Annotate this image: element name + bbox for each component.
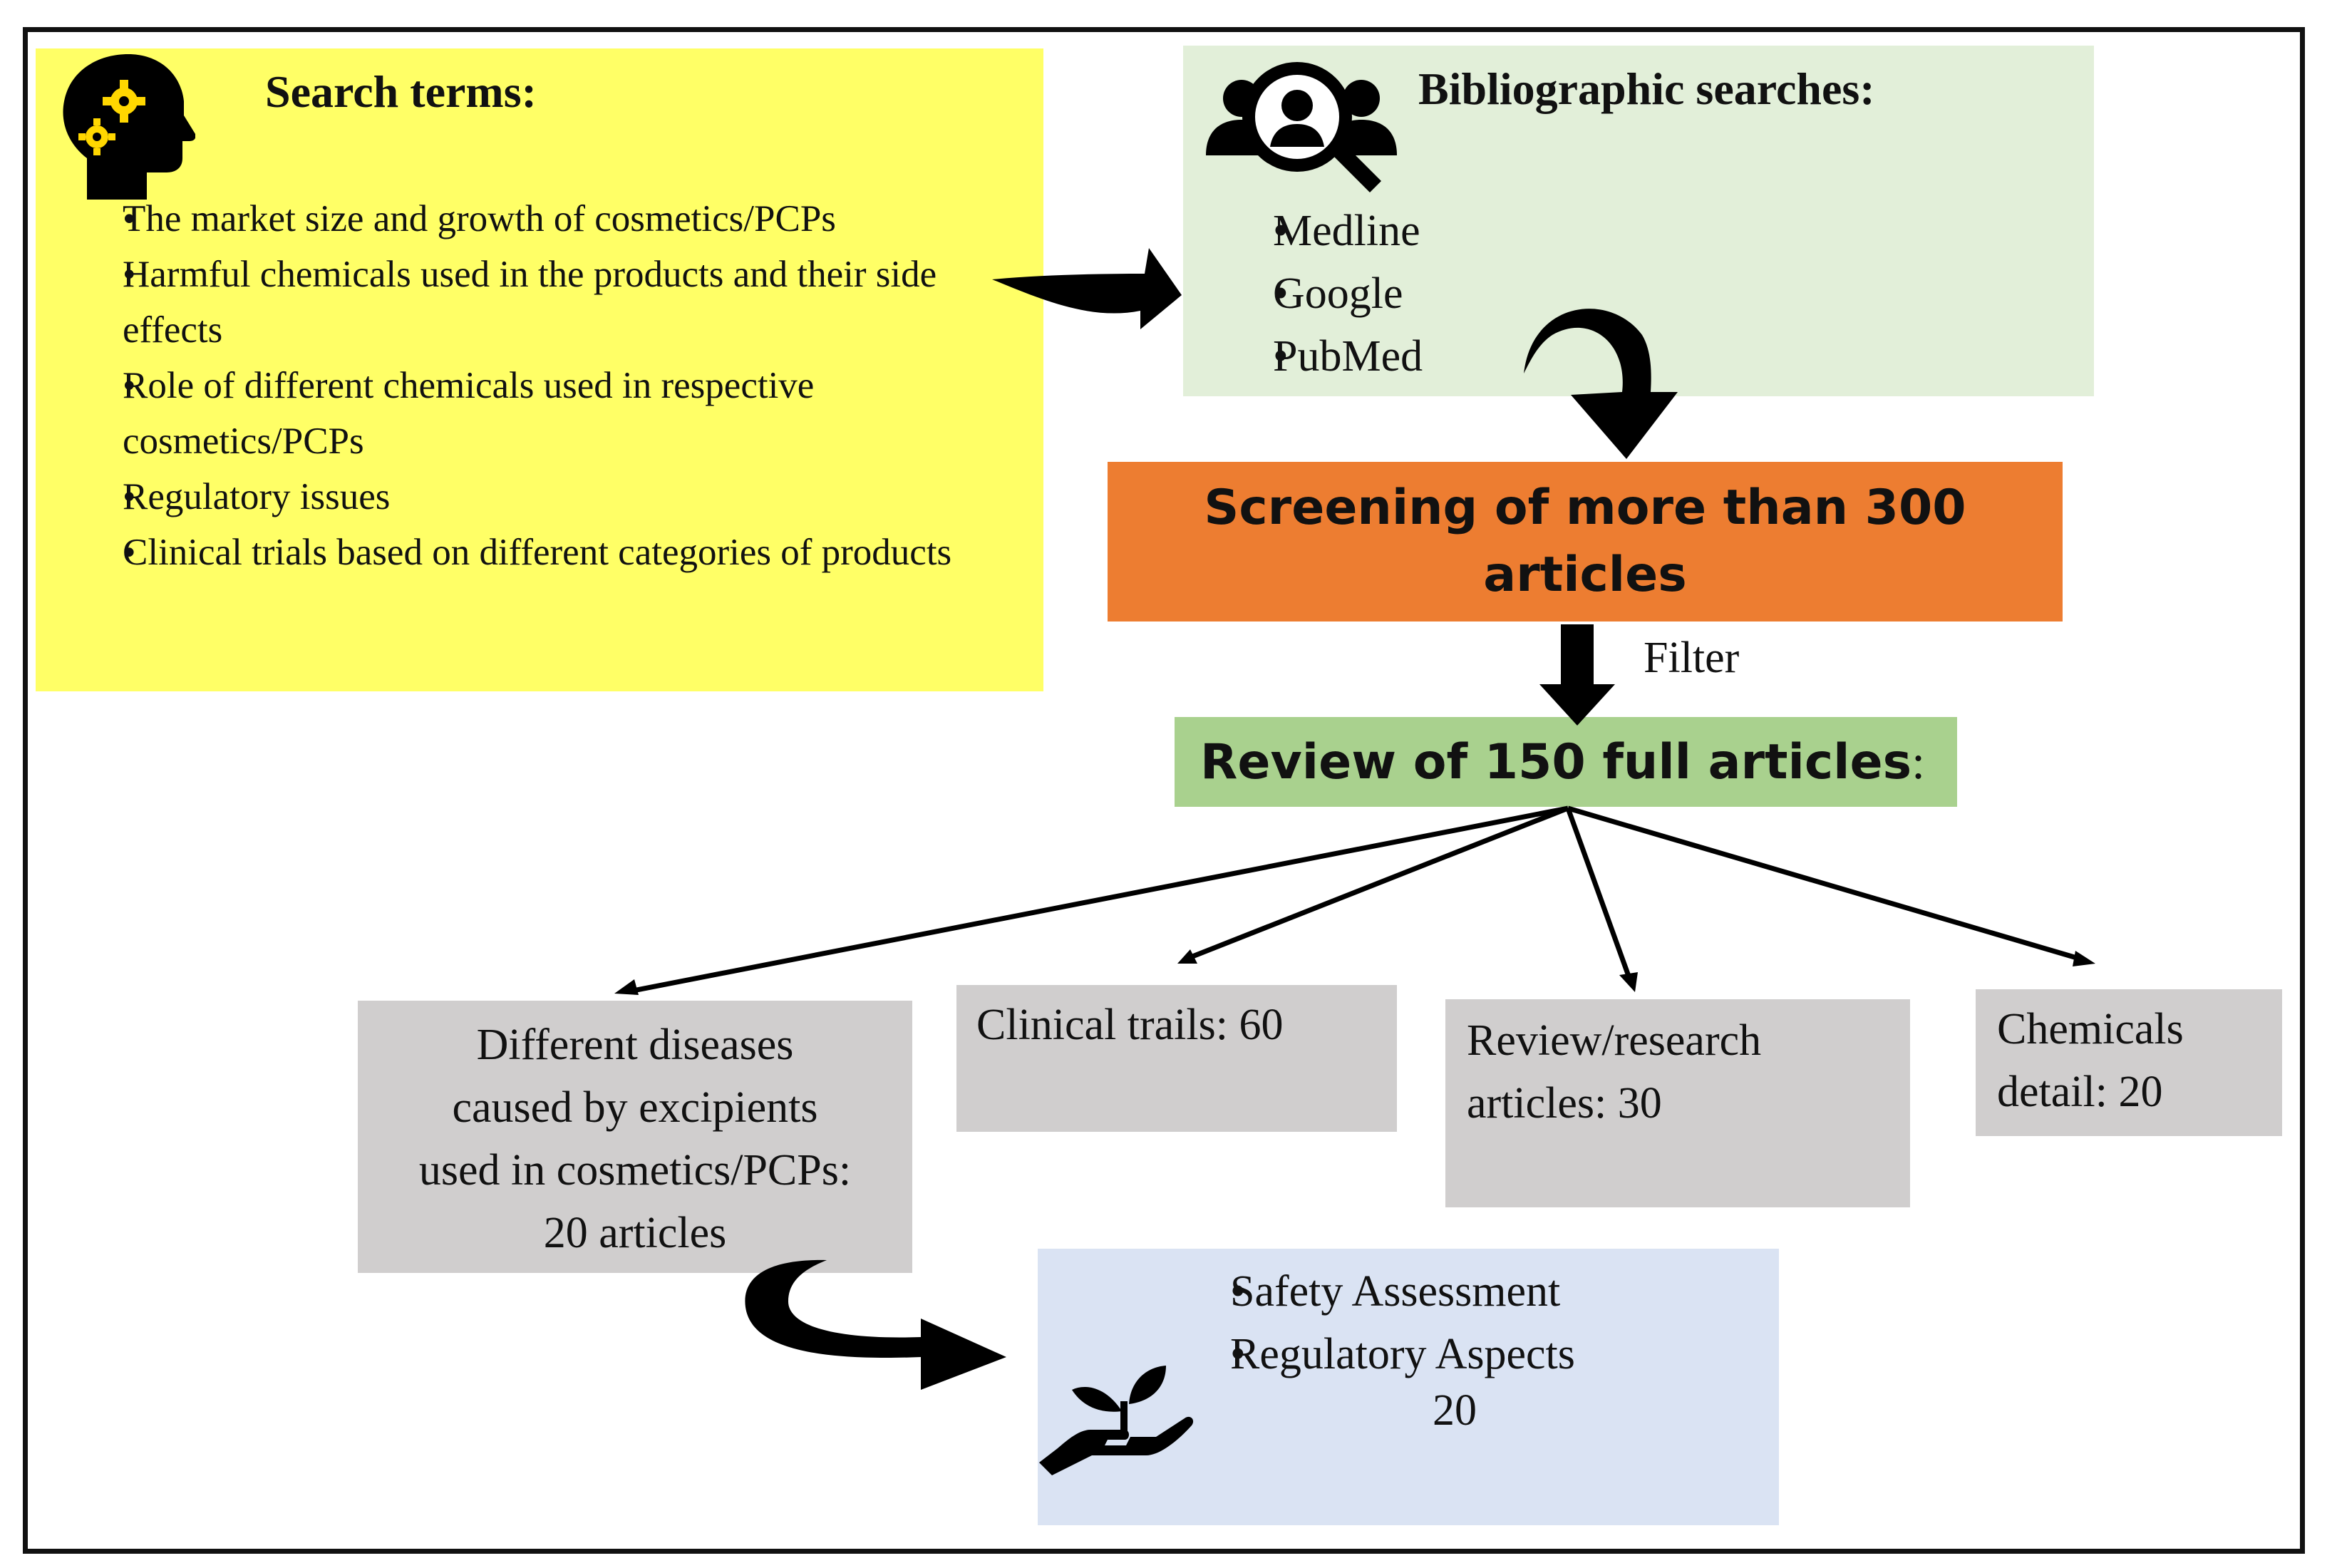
database-item: Medline [1207,200,1423,262]
outcome-item: Safety Assessment [1153,1260,1575,1323]
search-terms-list: The market size and growth of cosmetics/… [54,191,1023,580]
screening-line-2: articles [1483,547,1687,603]
clinical-text: Clinical trails: 60 [976,1001,1284,1049]
search-term-item: Clinical trials based on different categ… [54,525,1049,580]
chemicals-line: Chemicals [1997,1005,2184,1053]
filter-arrow [1539,624,1615,726]
outcome-count: 20 [1433,1386,1477,1435]
arrowhead-chemicals [2073,951,2095,966]
screening-box: Screening of more than 300 articles [1108,462,2063,621]
outer-frame [23,27,2305,1554]
chemicals-box: Chemicals detail: 20 [1976,989,2282,1136]
review-research-line: articles: 30 [1467,1079,1662,1128]
chemicals-line: detail: 20 [1997,1068,2163,1116]
fan-out-lines [632,805,2078,994]
review-box: Review of 150 full articles: [1175,717,1957,807]
search-terms-title: Search terms: [265,66,537,117]
curved-arrow-to-outcome [745,1259,1006,1390]
database-item: Google [1207,262,1423,325]
hand-plant-icon [1039,1366,1194,1475]
filter-label: Filter [1644,634,1740,682]
arrowhead-diseases [614,979,639,995]
outcome-list: Safety Assessment Regulatory Aspects [1153,1260,1575,1386]
search-term-item: Regulatory issues [54,469,1023,525]
review-suffix: : [1911,735,1925,789]
arrowhead-review-research [1619,972,1638,992]
diseases-line: caused by excipients [452,1083,818,1132]
diseases-line: 20 articles [543,1209,727,1257]
review-research-line: Review/research [1467,1016,1762,1065]
head-gears-icon [63,54,195,200]
diseases-line: Different diseases [476,1021,794,1069]
screening-line-1: Screening of more than 300 [1204,480,1966,536]
review-research-box: Review/research articles: 30 [1445,999,1910,1207]
curved-arrow-to-screening [1524,309,1678,459]
people-search-icon [1206,62,1397,192]
review-text: Review of 150 full articles [1200,734,1912,790]
diseases-box: Different diseases caused by excipients … [358,1001,912,1273]
database-item: PubMed [1207,325,1423,388]
bibliographic-title: Bibliographic searches: [1418,63,1875,114]
search-term-item: The market size and growth of cosmetics/… [54,191,1023,247]
clinical-box: Clinical trails: 60 [956,985,1397,1132]
outcome-item: Regulatory Aspects [1153,1323,1575,1386]
search-term-item: Role of different chemicals used in resp… [54,358,1021,469]
arrowhead-clinical [1177,949,1197,964]
search-term-item: Harmful chemicals used in the products a… [54,247,1006,358]
bibliographic-list: Medline Google PubMed [1207,200,1423,388]
curved-arrow-to-bibliographic [992,248,1182,329]
diseases-line: used in cosmetics/PCPs: [418,1146,852,1195]
